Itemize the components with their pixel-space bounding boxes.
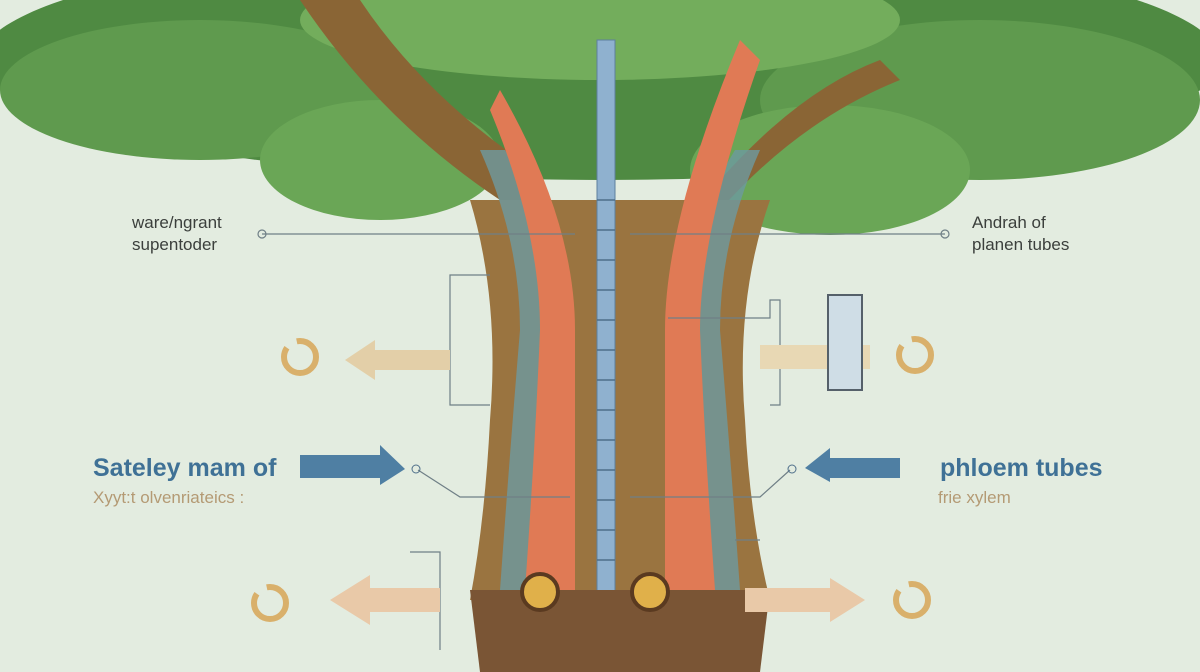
callout-dot [411, 464, 421, 474]
xylem-tube [596, 39, 616, 651]
phloem-left [490, 90, 575, 590]
arrow-left-icon [330, 575, 440, 625]
label-mid-right-title: phloem tubes [940, 454, 1103, 482]
phloem-right [665, 40, 760, 590]
arrow-left-icon [345, 340, 450, 380]
root-node-right [630, 572, 670, 612]
label-mid-left-sub: Xyyt:t olvenriateics : [93, 488, 245, 507]
label-line: Andrah of [972, 213, 1046, 232]
cycle-arrow-icon [251, 584, 289, 622]
callout-lines [257, 229, 950, 650]
label-top-left: ware/ngrant supentoder [132, 212, 222, 256]
branch-left [300, 0, 540, 220]
cycle-arrow-icon [893, 581, 931, 619]
cycle-arrow-icon [281, 338, 319, 376]
label-line: planen tubes [972, 235, 1070, 254]
branch-right [700, 60, 900, 240]
vial-icon [827, 294, 863, 391]
callout-dot [787, 464, 797, 474]
root-node-left [520, 572, 560, 612]
arrow-left-icon [805, 448, 900, 482]
label-mid-right-sub: frie xylem [938, 488, 1011, 507]
label-mid-left-title: Sateley mam of [93, 454, 277, 482]
pot [470, 590, 770, 672]
label-line: ware/ngrant [132, 213, 222, 232]
cycle-arrow-icon [896, 336, 934, 374]
arrow-right-icon [745, 578, 865, 622]
label-top-right: Andrah of planen tubes [972, 212, 1069, 256]
arrow-right-icon [300, 445, 405, 485]
label-line: supentoder [132, 235, 218, 254]
tube-ticks [597, 199, 615, 561]
